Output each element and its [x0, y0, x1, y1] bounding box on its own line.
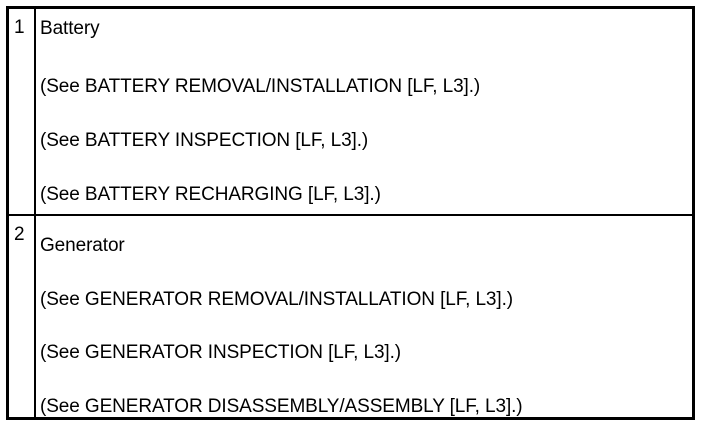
- row-title: Generator: [40, 235, 125, 256]
- row-number: 2: [14, 224, 25, 245]
- table-row: 1 Battery (See BATTERY REMOVAL/INSTALLAT…: [9, 9, 692, 214]
- reference-link[interactable]: (See GENERATOR DISASSEMBLY/ASSEMBLY [LF,…: [40, 396, 523, 417]
- row-number: 1: [14, 17, 25, 38]
- reference-link[interactable]: (See GENERATOR REMOVAL/INSTALLATION [LF,…: [40, 289, 513, 310]
- reference-link[interactable]: (See BATTERY REMOVAL/INSTALLATION [LF, L…: [40, 76, 481, 97]
- row-number-cell: 2: [9, 216, 36, 419]
- row-content-cell: Generator (See GENERATOR REMOVAL/INSTALL…: [40, 216, 692, 419]
- procedure-table: 1 Battery (See BATTERY REMOVAL/INSTALLAT…: [6, 6, 695, 420]
- row-title: Battery: [40, 18, 100, 39]
- reference-link[interactable]: (See BATTERY INSPECTION [LF, L3].): [40, 130, 369, 151]
- reference-link[interactable]: (See GENERATOR INSPECTION [LF, L3].): [40, 342, 402, 363]
- reference-link[interactable]: (See BATTERY RECHARGING [LF, L3].): [40, 184, 381, 205]
- row-number-cell: 1: [9, 9, 36, 214]
- table-row: 2 Generator (See GENERATOR REMOVAL/INSTA…: [9, 214, 692, 419]
- row-content-cell: Battery (See BATTERY REMOVAL/INSTALLATIO…: [40, 9, 692, 214]
